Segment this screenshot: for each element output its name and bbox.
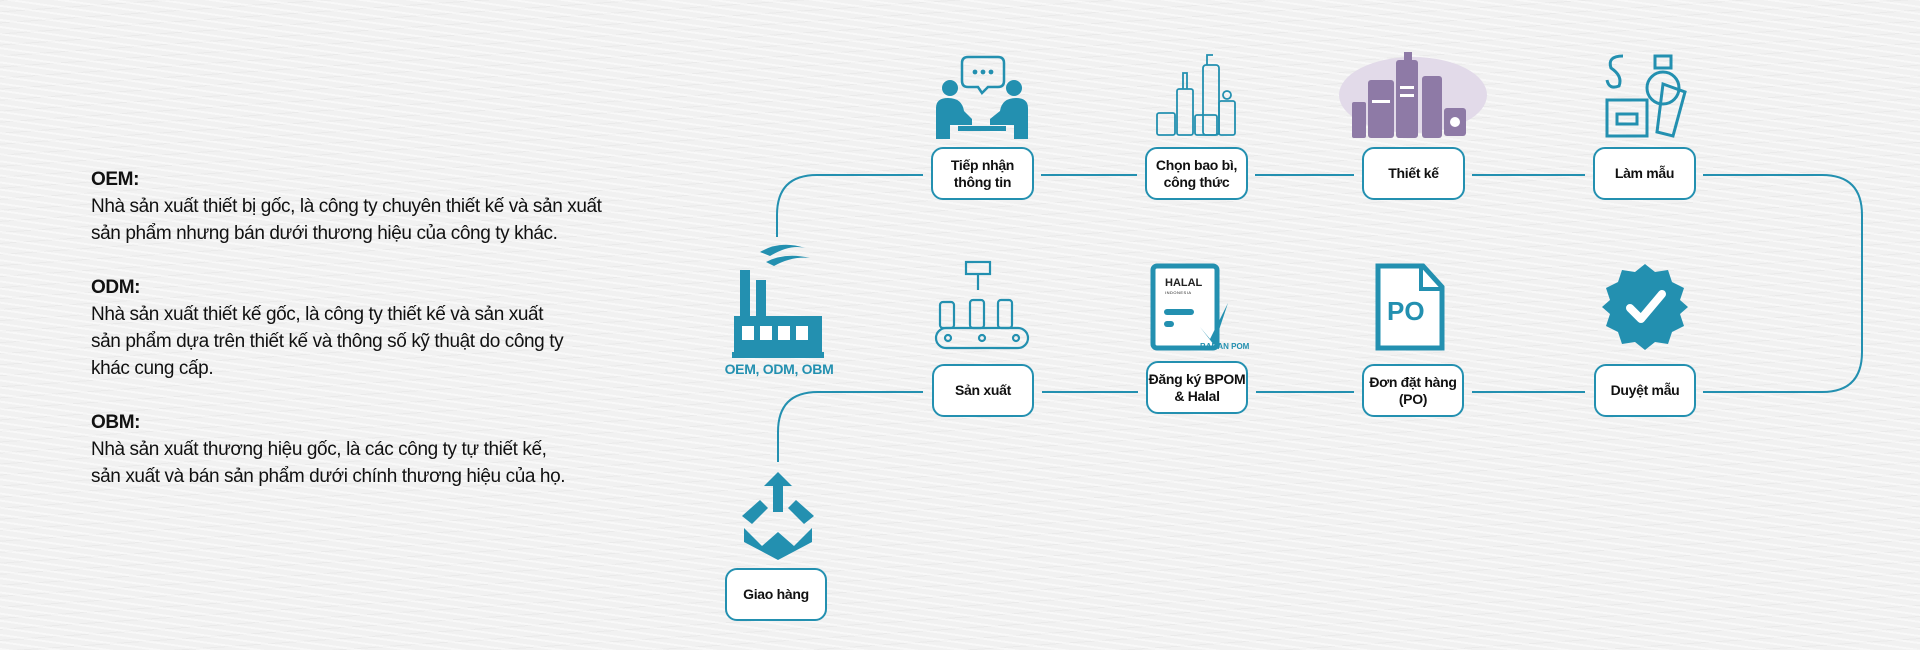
halal-text: HALAL <box>1165 277 1203 289</box>
odm-line: khác cung cấp. <box>91 358 214 379</box>
step-thiet-ke[interactable]: Thiết kế <box>1362 147 1465 200</box>
indonesia-text: INDONESIA <box>1165 290 1192 295</box>
step-giao-hang[interactable]: Giao hàng <box>725 568 827 621</box>
step-label: Đăng ký BPOM & Halal <box>1148 370 1246 404</box>
halal-certificate-icon: HALAL INDONESIA BADAN POM <box>1150 263 1249 353</box>
oem-line: sản phẩm nhưng bán dưới thương hiệu của … <box>91 223 558 244</box>
step-label: Thiết kế <box>1388 165 1439 181</box>
step-tiep-nhan-thong-tin[interactable]: Tiếp nhận thông tin <box>931 147 1034 200</box>
oem-line: Nhà sản xuất thiết bị gốc, là công ty ch… <box>91 196 602 217</box>
step-duyet-mau[interactable]: Duyệt mẫu <box>1594 364 1696 417</box>
step-san-xuat[interactable]: Sản xuất <box>932 364 1034 417</box>
po-document-icon: PO <box>1375 263 1445 351</box>
factory-icon <box>732 244 824 358</box>
step-label: Chọn bao bì, công thức <box>1155 156 1238 190</box>
po-text: PO <box>1387 296 1425 326</box>
obm-title: OBM: <box>91 412 141 433</box>
oem-title: OEM: <box>91 169 140 190</box>
step-chon-bao-bi-cong-thuc[interactable]: Chọn bao bì, công thức <box>1145 147 1248 200</box>
step-label: Giao hàng <box>743 586 809 602</box>
delivery-box-icon <box>742 472 814 560</box>
meeting-chat-icon <box>936 55 1028 139</box>
odm-line: Nhà sản xuất thiết kế gốc, là công ty th… <box>91 304 544 325</box>
cosmetic-bottles-icon <box>1156 54 1236 136</box>
step-lam-mau[interactable]: Làm mẫu <box>1593 147 1696 200</box>
step-label: Tiếp nhận thông tin <box>950 156 1015 190</box>
badan-pom-text: BADAN POM <box>1200 342 1250 351</box>
obm-line: sản xuất và bán sản phẩm dưới chính thươ… <box>91 466 566 487</box>
step-label: Đơn đặt hàng (PO) <box>1369 373 1457 407</box>
sample-products-icon <box>1605 54 1687 138</box>
obm-line: Nhà sản xuất thương hiệu gốc, là các côn… <box>91 439 547 460</box>
product-design-icon <box>1339 52 1487 138</box>
step-label: Sản xuất <box>955 382 1011 398</box>
definitions-panel: OEM: Nhà sản xuất thiết bị gốc, là công … <box>91 166 731 490</box>
verified-badge-icon <box>1602 264 1688 350</box>
step-dang-ky-bpom-halal[interactable]: Đăng ký BPOM & Halal <box>1146 361 1248 414</box>
odm-title: ODM: <box>91 277 141 298</box>
step-label: Làm mẫu <box>1614 165 1675 181</box>
production-line-icon <box>934 260 1030 350</box>
factory-label: OEM, ODM, OBM <box>724 361 834 377</box>
step-label: Duyệt mẫu <box>1610 382 1680 398</box>
step-don-dat-hang[interactable]: Đơn đặt hàng (PO) <box>1362 364 1464 417</box>
odm-line: sản phẩm dựa trên thiết kế và thông số k… <box>91 331 564 352</box>
